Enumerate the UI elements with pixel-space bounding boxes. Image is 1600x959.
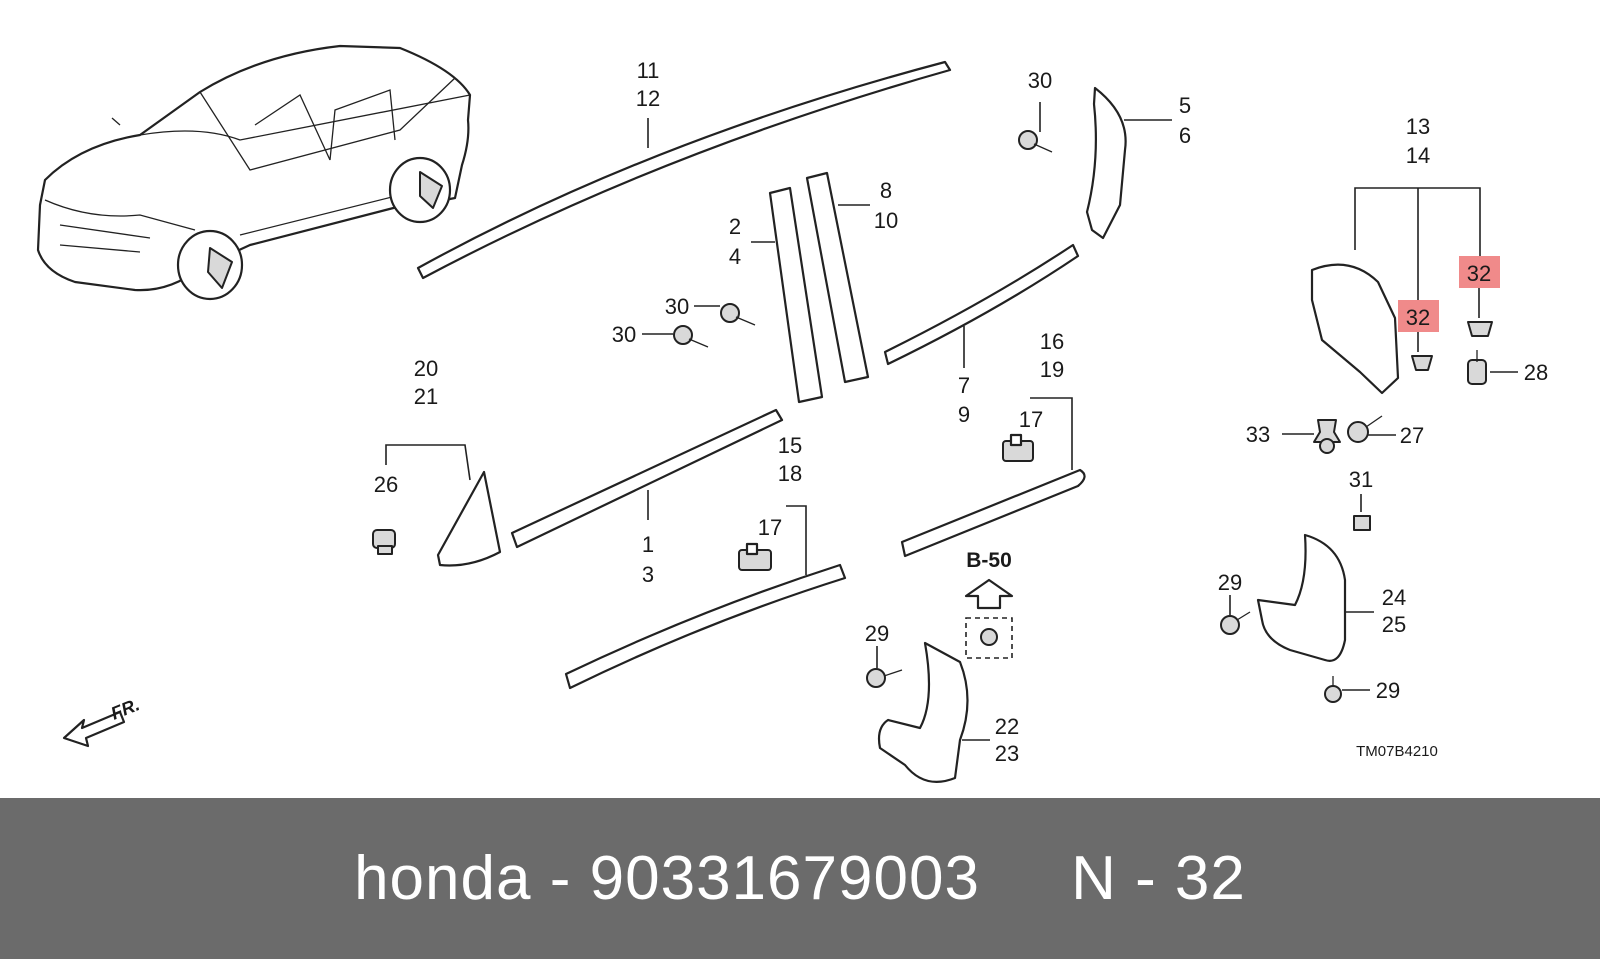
rear-pillar-garnish-part: [1085, 86, 1127, 240]
rear-mudguard-part: [1256, 533, 1347, 662]
callout-2: 2: [729, 214, 741, 239]
clip-31: [1353, 515, 1371, 531]
front-direction-indicator: FR.: [62, 694, 142, 748]
car-overview-illustration: [36, 44, 472, 301]
callout-31: 31: [1349, 467, 1373, 492]
callout-23: 23: [995, 741, 1019, 766]
highlight-32-lower: [1398, 300, 1439, 332]
rear-splash-guard-part: [1310, 263, 1400, 395]
callout-33: 33: [1246, 422, 1270, 447]
section-reference: B-50: [966, 549, 1012, 572]
clip-17-rear: [1002, 433, 1034, 462]
callout-13: 13: [1406, 114, 1430, 139]
callout-32-upper: 32: [1467, 261, 1491, 286]
brand-name: honda: [354, 844, 532, 913]
front-door-molding-part: [510, 408, 784, 549]
callout-19: 19: [1040, 357, 1064, 382]
callout-5: 5: [1179, 93, 1191, 118]
highlight-32-upper: [1459, 256, 1500, 288]
reference-arrow: [964, 578, 1014, 610]
callout-18: 18: [778, 461, 802, 486]
callout-10: 10: [874, 208, 898, 233]
callout-30-top: 30: [1028, 68, 1052, 93]
callout-32-lower: 32: [1406, 305, 1430, 330]
banner-text: honda - 90331679003 N - 32: [354, 843, 1246, 914]
callout-14: 14: [1406, 143, 1430, 168]
callout-30-upper: 30: [665, 294, 689, 319]
b-pillar-garnish-2: [768, 186, 824, 404]
callout-22: 22: [995, 714, 1019, 739]
callout-1: 1: [642, 532, 654, 557]
reference-dashed-box: [965, 617, 1013, 659]
callout-9: 9: [958, 402, 970, 427]
exploded-parts-diagram: 11 12 5 6 30 2 4 8 10 30 30 7 9 1 3 20 2…: [36, 44, 1548, 783]
callout-20: 20: [414, 356, 438, 381]
b-pillar-garnish-8: [805, 171, 870, 384]
callout-8: 8: [880, 178, 892, 203]
drawing-code: TM07B4210: [1356, 743, 1438, 760]
part-number-banner: honda - 90331679003 N - 32: [0, 798, 1600, 959]
fastener-28: [1467, 350, 1487, 385]
roof-molding-part: [416, 60, 952, 280]
callout-16: 16: [1040, 329, 1064, 354]
clip-32-upper: [1467, 321, 1493, 337]
callout-17-rear: 17: [1019, 407, 1043, 432]
fastener-33: [1313, 419, 1341, 454]
callout-15: 15: [778, 433, 802, 458]
front-mudguard-part: [877, 641, 969, 783]
callout-7: 7: [958, 373, 970, 398]
clip-17-front: [738, 542, 772, 571]
callout-17-front: 17: [758, 515, 782, 540]
clip-30-top: [1018, 130, 1053, 153]
screw-29-front: [866, 668, 903, 688]
callout-24: 24: [1382, 585, 1406, 610]
separator: -: [549, 844, 572, 913]
part-number: 90331679003: [589, 844, 980, 913]
callout-29-front: 29: [865, 621, 889, 646]
callout-21: 21: [414, 384, 438, 409]
callout-4: 4: [729, 244, 741, 269]
callout-27: 27: [1400, 423, 1424, 448]
callout-25: 25: [1382, 612, 1406, 637]
clip-26: [372, 529, 396, 555]
callout-11: 11: [637, 58, 660, 83]
mirror-garnish-part: [436, 470, 502, 567]
callout-28: 28: [1524, 360, 1548, 385]
callout-26: 26: [374, 472, 398, 497]
callout-12: 12: [636, 86, 660, 111]
rear-door-molding-part: [883, 243, 1080, 366]
clip-30-upper: [720, 303, 756, 326]
callout-29-rear-lower: 29: [1376, 678, 1400, 703]
callout-6: 6: [1179, 123, 1191, 148]
front-label: FR.: [108, 694, 142, 723]
callout-30-lower: 30: [612, 322, 636, 347]
screw-27: [1347, 415, 1383, 443]
screw-29-rear-lower: [1324, 676, 1342, 703]
clip-32-lower: [1411, 355, 1433, 371]
rear-door-lower-molding-part: [900, 468, 1086, 558]
front-door-lower-molding-part: [564, 563, 847, 690]
clip-30-lower: [673, 325, 709, 348]
screw-29-rear-upper: [1220, 611, 1251, 635]
callout-29-rear-upper: 29: [1218, 570, 1242, 595]
part-label: N - 32: [1071, 844, 1246, 913]
callout-3: 3: [642, 562, 654, 587]
